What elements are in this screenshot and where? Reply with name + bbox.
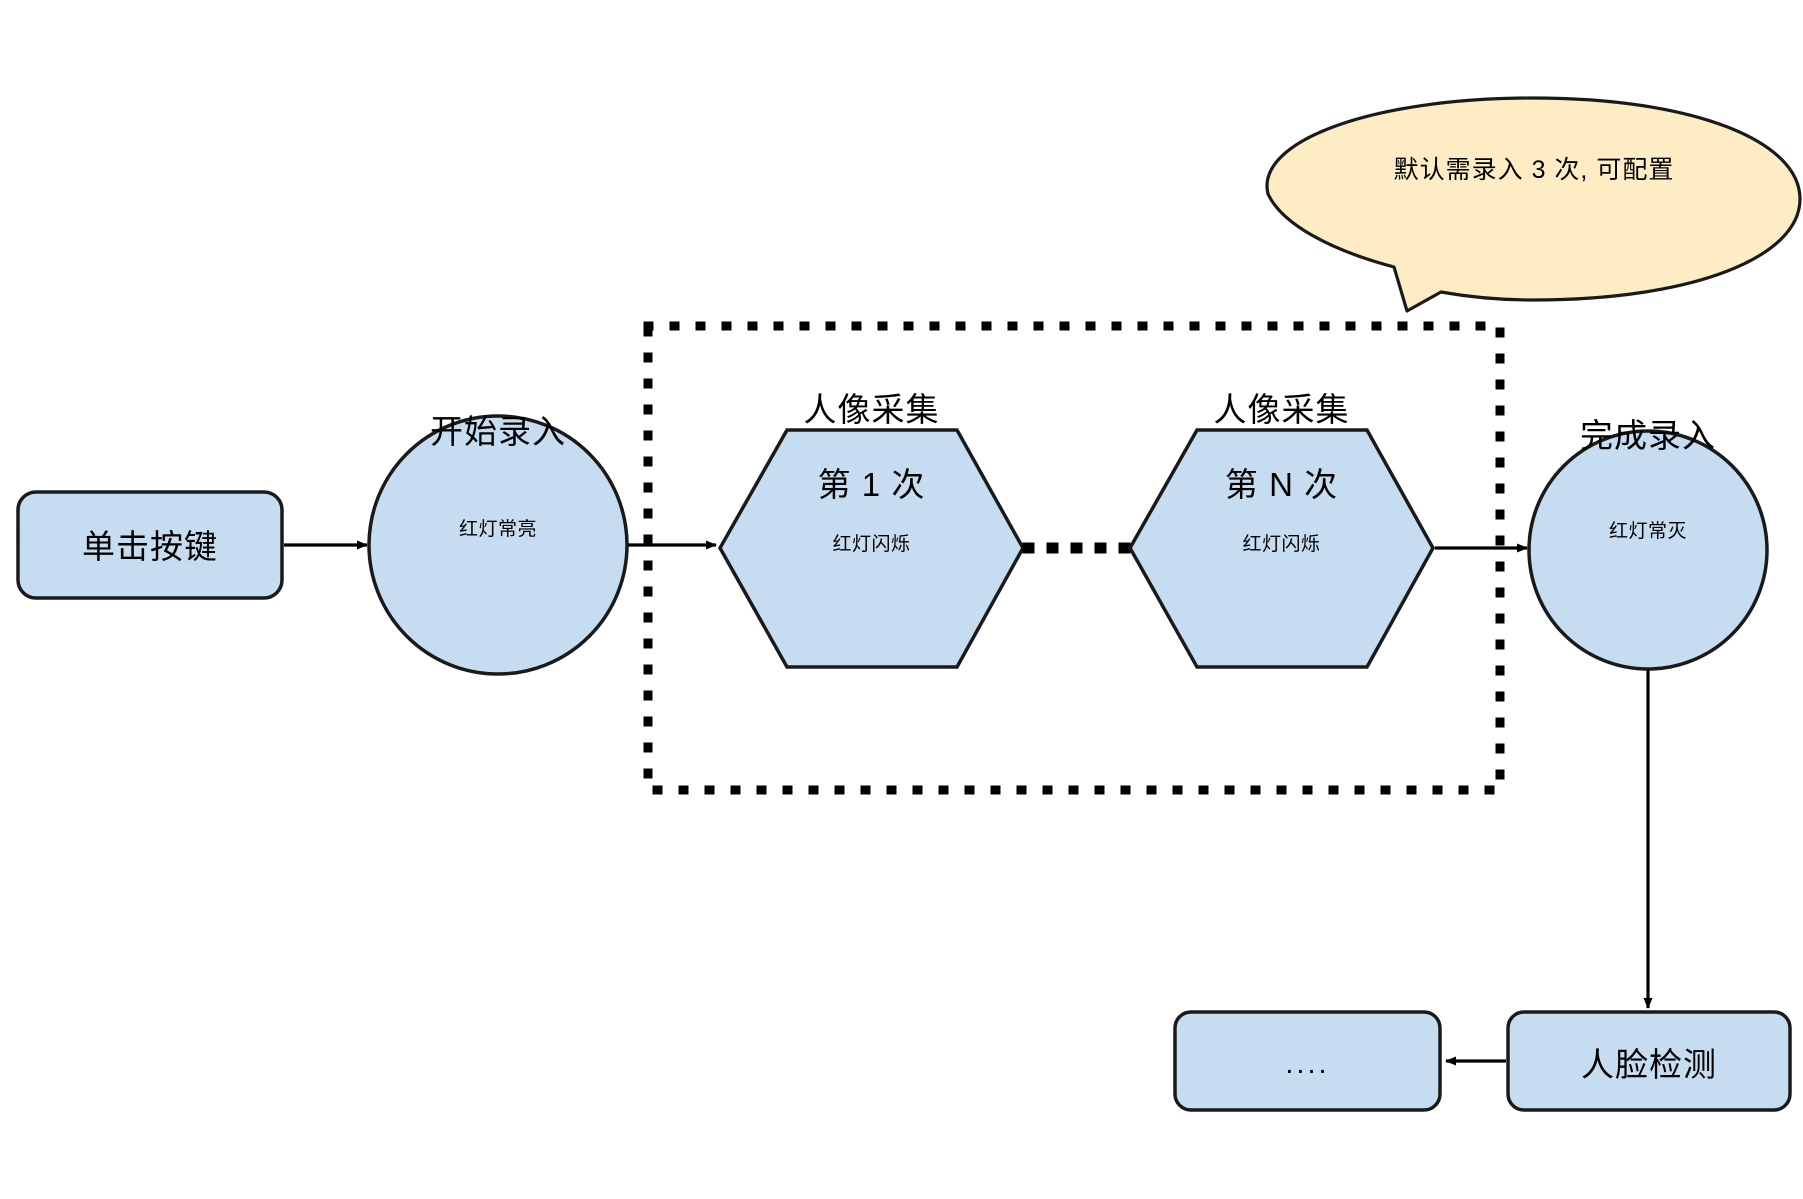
node-start-enroll-shape[interactable] xyxy=(367,414,629,676)
node-finish-enroll-shape[interactable] xyxy=(1527,429,1769,671)
node-more-steps-shape[interactable] xyxy=(1173,1010,1442,1112)
node-face-detect-shape[interactable] xyxy=(1506,1010,1792,1112)
node-click-button-shape[interactable] xyxy=(16,490,284,600)
node-capture-first-shape[interactable] xyxy=(717,428,1026,669)
loop-group-border xyxy=(643,321,1505,795)
node-capture-nth-shape[interactable] xyxy=(1127,428,1436,669)
callout-bubble-shape[interactable] xyxy=(1265,96,1802,313)
